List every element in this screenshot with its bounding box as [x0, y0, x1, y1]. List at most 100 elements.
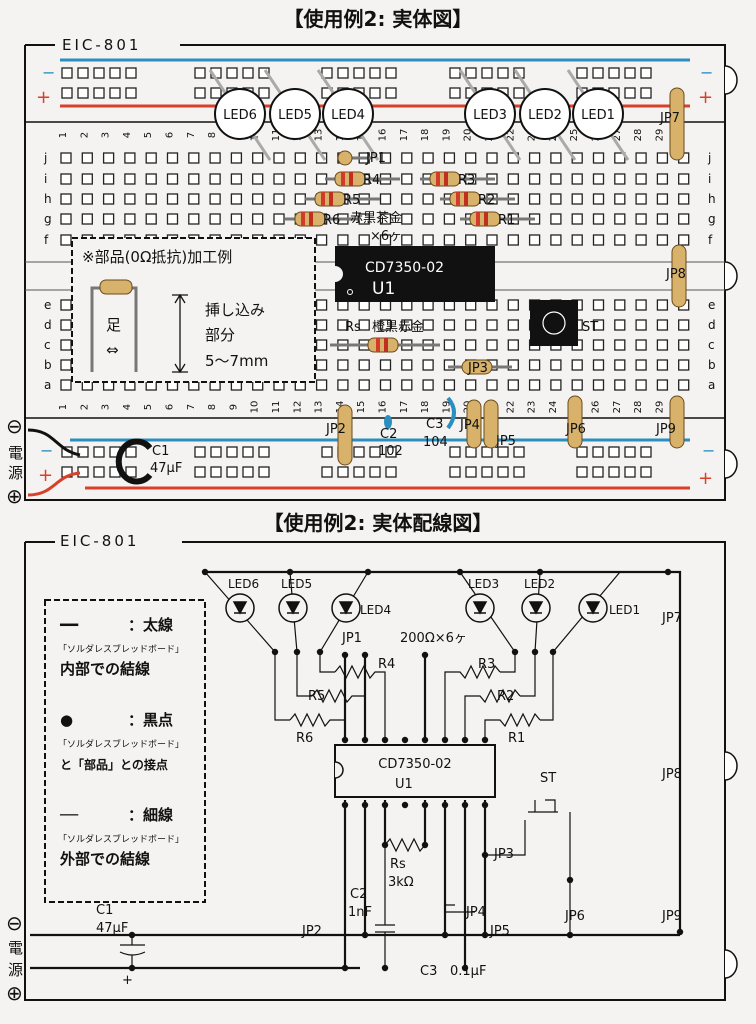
board-outline [24, 44, 726, 501]
rail-hole [210, 446, 222, 458]
led-label: LED3 [473, 108, 507, 123]
hole [401, 319, 413, 331]
hole [273, 193, 285, 205]
led-label: LED1 [609, 603, 640, 617]
c2-value: 1nF [348, 905, 372, 920]
column-label: 6 [165, 404, 176, 410]
switch-st-symbol [485, 799, 571, 935]
contact-dot [481, 736, 489, 744]
rail-hole [226, 446, 238, 458]
inset-leg-arrow: ⇔ [106, 341, 119, 359]
hole [614, 193, 626, 205]
board-notch [724, 949, 738, 979]
rail-hole [608, 446, 620, 458]
ic-u1-symbol [334, 744, 496, 798]
rail-hole [93, 87, 105, 99]
legend-desc: 「ソルダレスブレッドボード」 [58, 833, 184, 845]
contact-dot [286, 568, 294, 576]
jp7-label: JP7 [661, 611, 682, 626]
rail-hole [125, 466, 137, 478]
jumper-jp1 [337, 150, 353, 166]
hole [166, 193, 179, 205]
column-label: 28 [633, 129, 644, 142]
column-label: 28 [633, 401, 644, 414]
led-led4: LED4 [316, 69, 380, 161]
rail-hole [258, 446, 270, 458]
rail-hole [226, 466, 238, 478]
hole [592, 193, 605, 205]
row-label: f [708, 233, 713, 247]
led-label: LED2 [524, 577, 555, 591]
hole [166, 152, 179, 164]
rail-hole [258, 87, 270, 99]
hole [528, 152, 541, 164]
c1-value: 47μF [150, 461, 182, 476]
hole [60, 193, 72, 205]
hole [252, 173, 264, 185]
contact-dot [361, 931, 369, 939]
hole [592, 379, 605, 391]
rail-hole [640, 67, 652, 79]
schematic-outline [24, 541, 726, 1001]
rail-hole [353, 466, 365, 478]
hole [209, 173, 221, 185]
led-led1: LED1 [566, 69, 630, 161]
hole [401, 379, 413, 391]
hole [678, 234, 690, 246]
column-label: 3 [101, 132, 112, 138]
hole [486, 234, 498, 246]
jp8-label: JP8 [665, 267, 686, 282]
rail-hole [640, 466, 652, 478]
power-label: 電 [8, 939, 23, 957]
resistor-r3 [444, 664, 501, 740]
rail-hole [353, 67, 365, 79]
contact-dot [201, 568, 209, 576]
rail-minus-sign: − [40, 441, 53, 460]
hole [656, 379, 669, 391]
column-label: 24 [548, 401, 559, 414]
hole [635, 339, 647, 351]
hole [528, 193, 541, 205]
inset-zero-ohm-example: ※部品(0Ω抵抗)加工例 足 ⇔ 挿し込み 部分 5〜7mm [71, 237, 316, 383]
contact-dot [441, 931, 449, 939]
power-rails [30, 933, 680, 970]
capacitor-c3 [446, 396, 456, 430]
column-label: 27 [612, 401, 623, 414]
rail-hole [369, 67, 381, 79]
rail-hole [624, 446, 636, 458]
hole [358, 359, 370, 371]
r2-label: R2 [478, 193, 495, 208]
ic-notch [334, 761, 344, 779]
hole [592, 173, 605, 185]
legend-name: ：黒点 [128, 711, 173, 729]
c3-value: 0.1μF [450, 964, 486, 979]
hole [124, 193, 136, 205]
jumper-jp9 [669, 395, 685, 449]
column-label: 15 [356, 401, 367, 414]
hole [145, 213, 157, 225]
hole [60, 234, 72, 246]
hole [507, 319, 519, 331]
hole [230, 173, 243, 185]
row-label: b [44, 358, 52, 372]
contact-dot [531, 648, 539, 656]
hole [443, 213, 456, 225]
contact-dot [341, 736, 349, 744]
hole [486, 379, 498, 391]
hole [315, 339, 328, 351]
legend-dashed-border [44, 599, 206, 903]
hole [678, 379, 690, 391]
jumper-jp2 [337, 404, 353, 466]
c3-label: C3 [420, 964, 437, 979]
hole [401, 173, 413, 185]
hole [635, 299, 647, 311]
hole [401, 193, 413, 205]
hole [550, 234, 562, 246]
jumpers: JP7 JP8 JP9 JP6 JP2 JP4 JP5 JP3 JP1 [325, 87, 687, 466]
contact-dot [481, 801, 489, 809]
hole [315, 234, 328, 246]
hole [252, 193, 264, 205]
column-label: 26 [591, 401, 602, 414]
hole [443, 379, 456, 391]
